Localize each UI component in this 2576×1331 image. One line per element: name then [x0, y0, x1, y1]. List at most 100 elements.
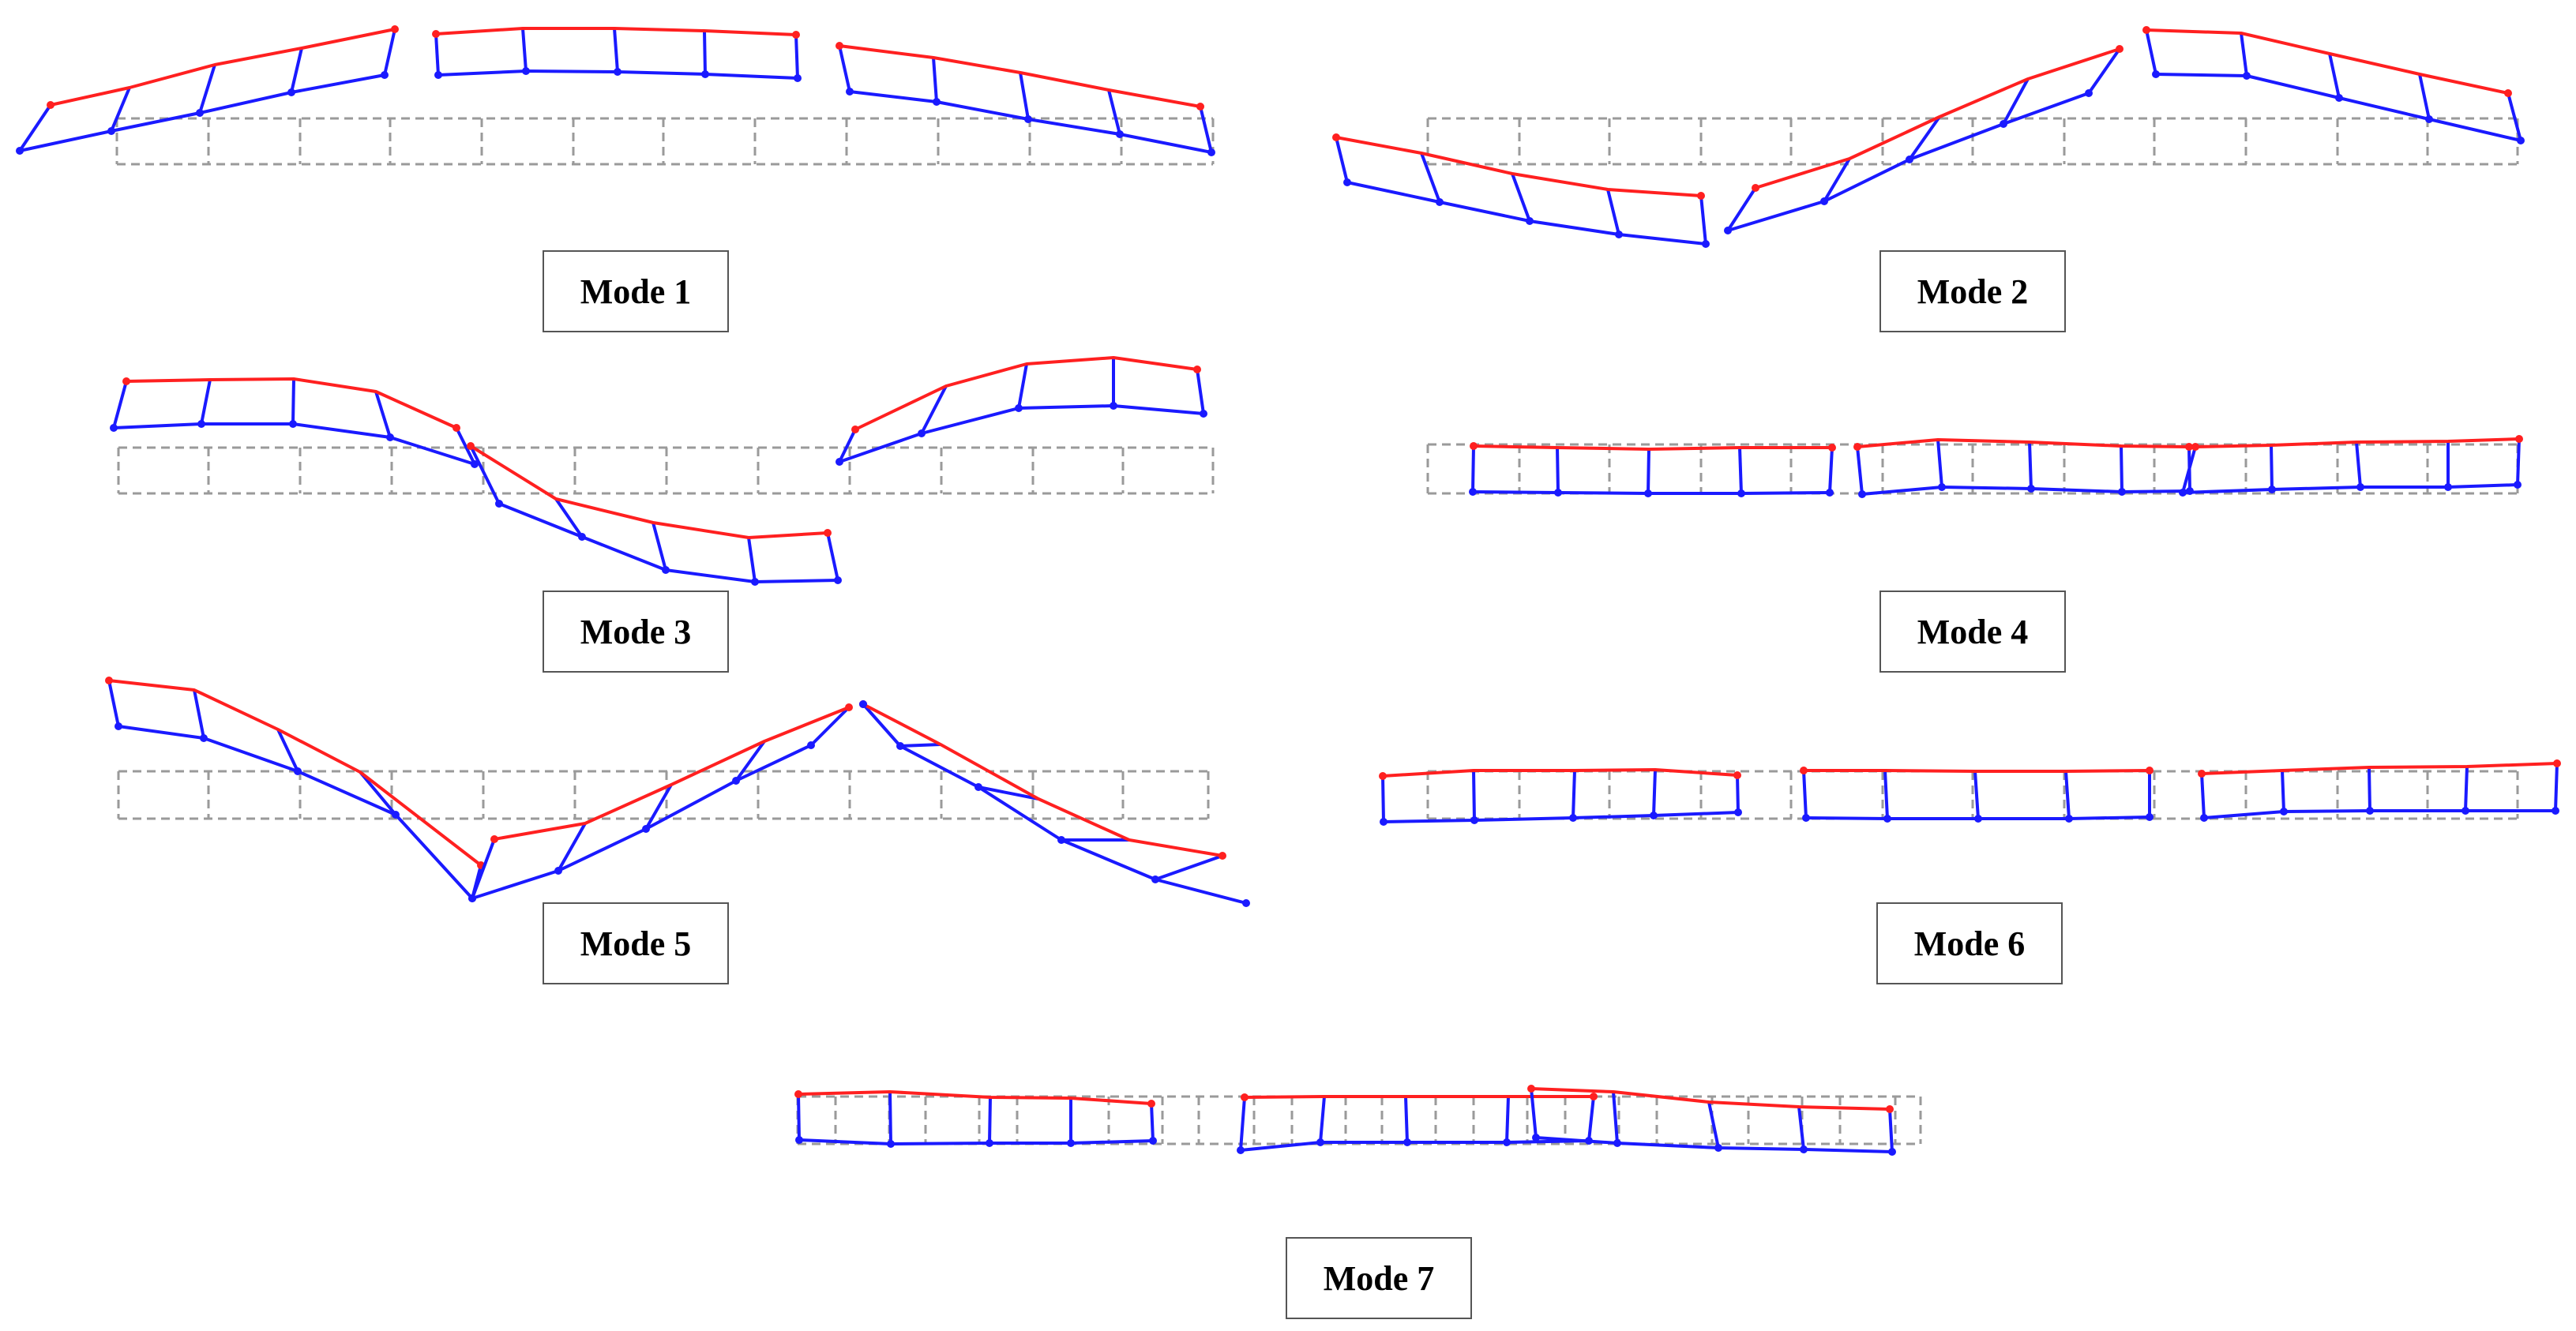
bottom-node — [2027, 485, 2035, 493]
bottom-node — [392, 811, 400, 819]
top-node — [432, 30, 440, 38]
vertical-member — [2145, 29, 2157, 75]
mode-5-shape — [105, 677, 1250, 907]
bottom-node — [294, 767, 302, 775]
vertical-member — [554, 497, 584, 538]
vertical-member — [2270, 444, 2274, 490]
mode-1-label: Mode 1 — [543, 250, 729, 332]
vertical-member — [1019, 72, 1030, 120]
top-chord — [2195, 437, 2520, 448]
bottom-node — [2085, 89, 2093, 97]
bottom-node — [846, 88, 854, 96]
vertical-member — [1936, 439, 1943, 488]
bottom-node — [1024, 115, 1032, 123]
top-node — [452, 424, 460, 432]
top-node — [1332, 133, 1340, 141]
bottom-node — [1724, 227, 1732, 234]
vertical-member — [2516, 438, 2521, 486]
top-node — [836, 42, 843, 50]
vertical-member — [734, 740, 766, 782]
vertical-member — [1196, 369, 1205, 414]
bottom-node — [1470, 816, 1478, 824]
top-node — [1752, 184, 1759, 192]
bottom-node — [1938, 483, 1946, 491]
bottom-node — [896, 742, 904, 750]
vertical-member — [1652, 769, 1657, 816]
bottom-node — [986, 1139, 993, 1147]
vertical-member — [1381, 775, 1385, 823]
vertical-member — [2464, 766, 2469, 812]
bottom-node — [794, 74, 802, 82]
top-node — [2504, 89, 2512, 97]
bottom-node — [471, 460, 479, 468]
top-chord — [1335, 136, 1702, 197]
bottom-node — [662, 566, 670, 574]
bottom-node — [1820, 197, 1828, 205]
vertical-member — [2368, 767, 2371, 812]
bottom-node — [1200, 410, 1207, 418]
top-chord — [1382, 768, 1738, 778]
bottom-node — [1888, 1148, 1896, 1156]
top-node — [2146, 767, 2154, 774]
vertical-member — [1797, 1106, 1805, 1150]
bottom-node — [289, 420, 297, 428]
top-node — [122, 377, 130, 385]
top-node — [1886, 1105, 1894, 1113]
vertical-member — [1556, 447, 1560, 493]
top-chord — [469, 444, 828, 539]
vertical-member — [198, 64, 216, 114]
top-node — [1470, 442, 1478, 450]
bottom-node — [2179, 489, 2187, 497]
top-node — [1853, 443, 1861, 451]
bottom-node — [2243, 72, 2251, 80]
bottom-node — [2461, 807, 2469, 815]
bottom-node — [1644, 489, 1652, 497]
bottom-node — [614, 68, 621, 76]
bottom-chord — [839, 404, 1204, 463]
vertical-member — [1420, 152, 1441, 203]
vertical-member — [988, 1097, 992, 1144]
top-chord — [839, 44, 1201, 108]
top-node — [845, 703, 853, 711]
vertical-member — [434, 33, 440, 76]
bottom-node — [2335, 94, 2343, 102]
bottom-node — [1883, 815, 1891, 823]
vertical-member — [1511, 173, 1531, 222]
bottom-node — [1800, 1145, 1808, 1153]
vertical-member — [290, 47, 303, 93]
vertical-member — [2328, 53, 2341, 99]
top-node — [2198, 770, 2206, 778]
bottom-chord — [118, 725, 474, 900]
vertical-member — [1587, 1096, 1595, 1142]
bottom-node — [836, 458, 843, 466]
top-node — [1219, 852, 1226, 860]
vertical-member — [797, 1093, 801, 1141]
vertical-member — [2240, 32, 2248, 77]
vertical-member — [469, 445, 501, 504]
top-chord — [50, 28, 396, 107]
bottom-node — [1737, 489, 1745, 497]
vertical-member — [374, 391, 392, 438]
vertical-member — [747, 537, 757, 583]
mode-6-shape — [1379, 759, 2561, 826]
bottom-node — [2152, 70, 2160, 78]
top-node — [1527, 1085, 1535, 1093]
top-chord — [2146, 28, 2509, 95]
mode-3-shape — [110, 356, 1215, 586]
top-node — [391, 25, 399, 33]
top-node — [2515, 435, 2523, 443]
bottom-node — [1380, 818, 1388, 826]
bottom-node — [434, 71, 442, 79]
top-node — [1193, 366, 1201, 373]
vertical-member — [107, 680, 120, 727]
vertical-member — [2418, 73, 2431, 120]
bottom-node — [1149, 1137, 1157, 1145]
bottom-node — [642, 825, 650, 833]
vertical-member — [18, 103, 52, 152]
vertical-member — [110, 87, 131, 132]
bottom-node — [918, 429, 926, 437]
bottom-node — [1826, 489, 1834, 497]
vertical-member — [291, 378, 295, 425]
vertical-member — [2087, 47, 2121, 95]
